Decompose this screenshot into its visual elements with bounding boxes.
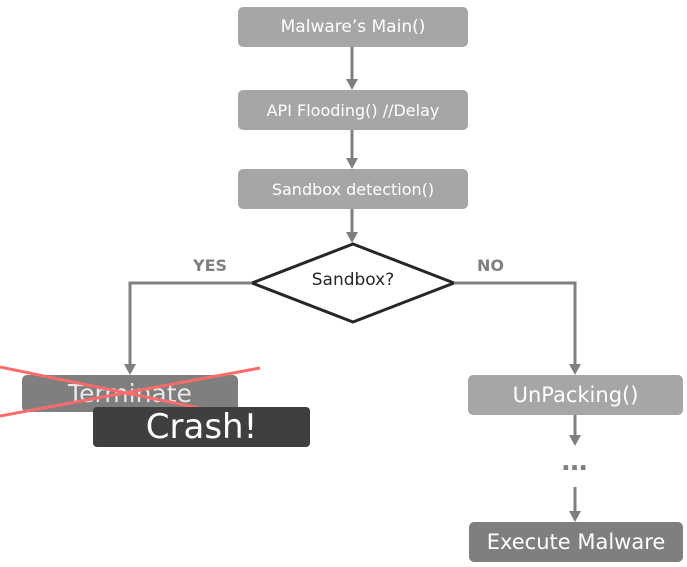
decision-label: Sandbox? bbox=[311, 270, 395, 290]
arrowhead-execute bbox=[569, 511, 581, 522]
connector-no-branch bbox=[454, 281, 577, 365]
arrowhead-unpacking bbox=[569, 364, 581, 375]
execute-malware-label: Execute Malware bbox=[486, 530, 666, 554]
arrowhead-decision bbox=[346, 232, 358, 243]
unpacking-node: UnPacking() bbox=[468, 375, 683, 415]
strike-line-2 bbox=[0, 366, 261, 418]
arrowhead-terminate bbox=[124, 364, 136, 375]
malware-main-node: Malware’s Main() bbox=[238, 7, 468, 47]
arrowhead-api bbox=[346, 79, 358, 90]
api-flooding-label: API Flooding() //Delay bbox=[266, 100, 440, 120]
arrowhead-dots bbox=[569, 435, 581, 446]
execute-malware-node: Execute Malware bbox=[469, 522, 683, 562]
arrowhead-detection bbox=[346, 158, 358, 169]
ellipsis-step: … bbox=[561, 447, 589, 477]
malware-main-label: Malware’s Main() bbox=[280, 17, 426, 37]
crash-node: Crash! bbox=[93, 407, 310, 447]
api-flooding-node: API Flooding() //Delay bbox=[238, 90, 468, 130]
sandbox-detection-node: Sandbox detection() bbox=[238, 169, 468, 209]
connector-yes-branch bbox=[128, 281, 252, 365]
crash-label: Crash! bbox=[145, 407, 258, 447]
unpacking-label: UnPacking() bbox=[512, 383, 639, 407]
decision-diamond bbox=[247, 242, 459, 324]
sandbox-detection-label: Sandbox detection() bbox=[271, 179, 435, 199]
yes-branch-label: YES bbox=[193, 256, 228, 275]
no-branch-label: NO bbox=[477, 256, 504, 275]
